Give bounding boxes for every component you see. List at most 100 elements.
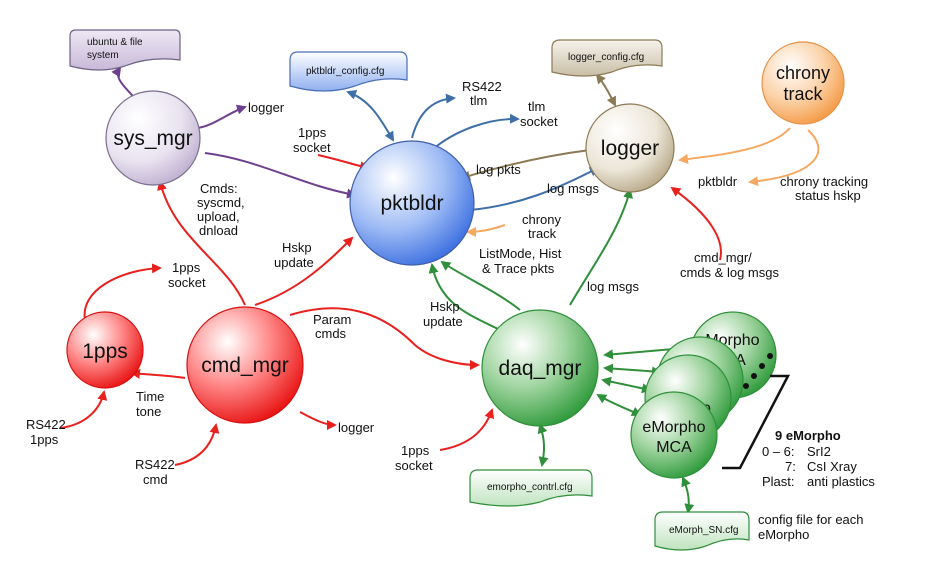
label-cmds-4: dnload (199, 223, 238, 238)
arrow-cmdmgr-pps (130, 368, 186, 379)
label-cmds-2: syscmd, (197, 195, 245, 210)
label-time-tone-2: tone (136, 404, 161, 419)
label-log-msgs-daq: log msgs (587, 279, 640, 294)
label-config-each-1: config file for each (758, 512, 864, 527)
node-chrony-label-2: track (783, 84, 823, 104)
label-pps-socket-top-2: socket (293, 140, 331, 155)
arrows (59, 66, 820, 514)
label-pps-socket-top-1: 1pps (298, 125, 327, 140)
label-logger-sys: logger (248, 100, 285, 115)
arrow-ppssocket-pktbldr (317, 154, 370, 172)
legend-row3-val: anti plastics (807, 474, 875, 489)
arrow-sysmgr-pktbldr (204, 152, 357, 199)
label-rs422-tlm-2: tlm (470, 93, 487, 108)
label-chrony-track-2: track (528, 226, 557, 241)
label-hskp-update-daq-2: update (423, 314, 463, 329)
node-1pps-label: 1pps (82, 340, 128, 363)
doc-ubuntu-label-2: system (87, 50, 119, 61)
doc-emorpho-contrl: emorpho_contrl.cfg (469, 469, 593, 507)
node-daq-mgr-label: daq_mgr (499, 357, 582, 380)
doc-ubuntu: ubuntu & file system (69, 29, 181, 71)
legend-row3-key: Plast: (762, 474, 795, 489)
node-1pps: 1pps (66, 311, 144, 389)
label-rs422-1pps-1: RS422 (26, 417, 66, 432)
arrow-cmdmgr-daqmgr (289, 307, 480, 370)
label-rs422-1pps-2: 1pps (30, 432, 59, 447)
label-listmode-1: ListMode, Hist (479, 246, 562, 261)
arrow-pktbldr-rs422 (411, 93, 456, 139)
doc-emorph-sn-label: eMorph_SN.cfg (669, 525, 738, 536)
label-pps-socket-left-1: 1pps (172, 260, 201, 275)
arrow-cmdmgrcmds-logger (670, 186, 722, 261)
arrow-rs422-pps (59, 390, 108, 429)
emorpho-legend: 9 eMorpho 0 – 6: SrI2 7: CsI Xray Plast:… (762, 428, 875, 489)
arrow-pktbldr-tlmsocket (431, 113, 520, 151)
arrow-daqmgr-emorpho-3 (601, 376, 652, 394)
legend-title: 9 eMorpho (775, 428, 841, 443)
arrow-logger-pktbldr (460, 149, 591, 181)
label-pps-socket-bottom-2: socket (395, 458, 433, 473)
emorpho-stack: eMorpho MCA o o eMorpho MCA (630, 311, 791, 479)
label-cmd-mgr-cmds-2: cmds & log msgs (680, 265, 779, 280)
label-tlm-socket-1: tlm (528, 99, 545, 114)
node-cmd-mgr: cmd_mgr (186, 306, 304, 424)
label-time-tone-1: Time (136, 389, 164, 404)
doc-logger-config-label: logger_config.cfg (568, 52, 644, 63)
label-hskp-update-left-1: Hskp (282, 240, 312, 255)
label-config-each-2: eMorpho (758, 527, 809, 542)
label-cmds-1: Cmds: (200, 181, 238, 196)
label-rs422-tlm-1: RS422 (462, 79, 502, 94)
arrow-daqmgr-emorpho-2 (603, 363, 662, 377)
label-logger-cmd: logger (338, 420, 375, 435)
legend-row1-key: 0 – 6: (762, 444, 795, 459)
emorpho-front-label-2: MCA (656, 439, 692, 456)
legend-row2-val: CsI Xray (807, 459, 857, 474)
label-pps-socket-left-2: socket (168, 275, 206, 290)
arrow-daqmgr-pktbldr-pkts (440, 260, 521, 311)
node-chrony-track: chrony track (761, 41, 845, 125)
arrow-daqmgr-pktbldr-hskp (428, 263, 501, 331)
arrow-cmdmgr-logger (299, 411, 337, 430)
arrow-chrony-logger (678, 127, 791, 164)
doc-pktbldr-config-label: pktbldr_config.cfg (306, 66, 384, 77)
doc-logger-config: logger_config.cfg (551, 39, 663, 77)
label-param-1: Param (313, 312, 351, 327)
doc-pktbldr-config: pktbldr_config.cfg (289, 51, 408, 92)
label-hskp-update-left-2: update (274, 255, 314, 270)
arrow-daqmgr-logger (569, 188, 633, 306)
label-chrony-status-1: chrony tracking (780, 174, 868, 189)
arrow-rs422cmd-cmdmgr (174, 423, 220, 466)
doc-emorph-sn: eMorph_SN.cfg (654, 511, 750, 551)
arrow-chrony-pktbldr (466, 224, 506, 237)
emorpho-bracket (722, 374, 791, 470)
label-hskp-update-daq-1: Hskp (430, 299, 460, 314)
label-log-msgs-right: log msgs (547, 181, 600, 196)
label-chrony-status-2: status hskp (795, 188, 861, 203)
arrow-pktbldr-logger (469, 167, 600, 211)
label-pktbldr-right: pktbldr (698, 174, 738, 189)
label-cmd-mgr-cmds-1: cmd_mgr/ (694, 250, 752, 265)
node-sys-mgr-label: sys_mgr (113, 127, 192, 150)
node-sys-mgr: sys_mgr (105, 90, 201, 186)
label-rs422-cmd-1: RS422 (135, 457, 175, 472)
arrow-chrony-status (748, 129, 820, 187)
arrow-ppssocket-daqmgr (439, 408, 495, 451)
label-rs422-cmd-2: cmd (143, 472, 168, 487)
emorpho-dots (743, 353, 773, 389)
arrow-cmdmgr-sysmgr (157, 180, 246, 306)
label-tlm-socket-2: socket (520, 114, 558, 129)
label-chrony-track-1: chrony (522, 212, 562, 227)
legend-row2-key: 7: (785, 459, 796, 474)
arrow-pktbldrcfg-pktbldr (346, 90, 395, 142)
arrow-loggercfg-logger (595, 73, 616, 107)
node-pktbldr: pktbldr (349, 140, 475, 266)
node-cmd-mgr-label: cmd_mgr (201, 354, 289, 377)
edge-labels: logger logger RS422 tlm tlm socket 1pps … (26, 79, 868, 542)
arrow-emorpho-sncfg (681, 476, 695, 514)
node-daq-mgr: daq_mgr (481, 309, 599, 427)
label-log-pkts: log pkts (476, 162, 521, 177)
arrow-pps-ppssocket (83, 263, 162, 321)
arrow-cmdmgr-pktbldr (254, 236, 354, 306)
legend-row1-val: SrI2 (807, 444, 831, 459)
